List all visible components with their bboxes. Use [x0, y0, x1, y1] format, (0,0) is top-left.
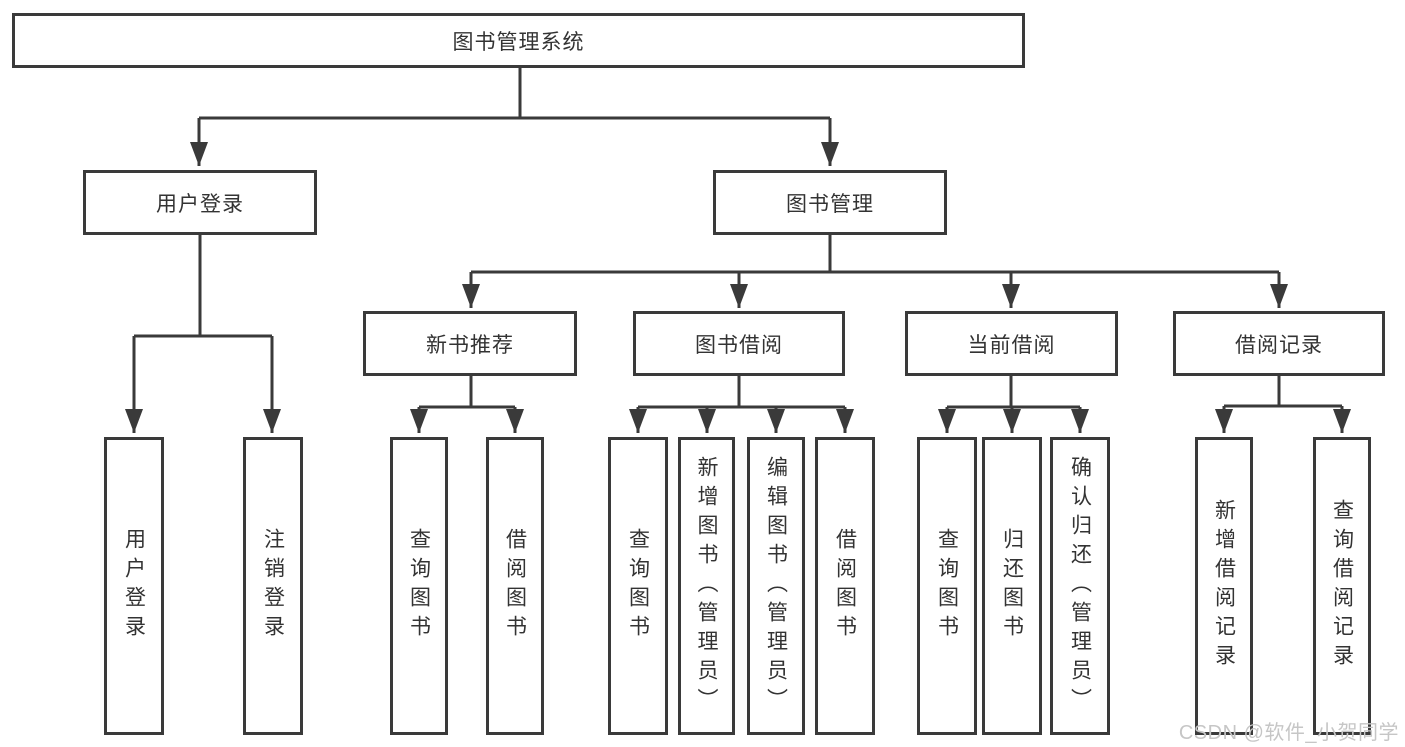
leaf-recommend-query-books: 查询图书 — [390, 437, 448, 735]
leaf-recommend-query-books-label: 查询图书 — [407, 528, 431, 644]
node-book-borrow-label: 图书借阅 — [695, 333, 783, 357]
node-book-management: 图书管理 — [713, 170, 947, 235]
leaf-current-query-books-label: 查询图书 — [935, 528, 959, 644]
leaf-user-login: 用户登录 — [104, 437, 164, 735]
leaf-current-query-books: 查询图书 — [917, 437, 977, 735]
leaf-user-login-label: 用户登录 — [122, 528, 146, 644]
node-current-borrow: 当前借阅 — [905, 311, 1118, 376]
leaf-borrow-query-books-label: 查询图书 — [626, 528, 650, 644]
leaf-borrow-borrow-books: 借阅图书 — [815, 437, 875, 735]
leaf-recommend-borrow-books-label: 借阅图书 — [503, 528, 527, 644]
leaf-return-book: 归还图书 — [982, 437, 1042, 735]
leaf-add-borrow-record-label: 新增借阅记录 — [1212, 499, 1236, 673]
node-borrow-records: 借阅记录 — [1173, 311, 1385, 376]
node-new-book-recommend: 新书推荐 — [363, 311, 577, 376]
leaf-logout-label: 注销登录 — [261, 528, 285, 644]
node-new-book-recommend-label: 新书推荐 — [426, 333, 514, 357]
leaf-edit-book-admin-label: 编辑图书（管理员） — [764, 455, 788, 717]
leaf-borrow-borrow-books-label: 借阅图书 — [833, 528, 857, 644]
leaf-add-book-admin-label: 新增图书（管理员） — [695, 455, 718, 717]
leaf-confirm-return-admin: 确认归还（管理员） — [1050, 437, 1110, 735]
node-book-management-label: 图书管理 — [786, 192, 874, 216]
node-book-borrow: 图书借阅 — [633, 311, 845, 376]
node-root-label: 图书管理系统 — [452, 30, 585, 54]
leaf-confirm-return-admin-label: 确认归还（管理员） — [1068, 455, 1092, 717]
leaf-logout: 注销登录 — [243, 437, 303, 735]
leaf-query-borrow-record: 查询借阅记录 — [1313, 437, 1371, 735]
leaf-add-borrow-record: 新增借阅记录 — [1195, 437, 1253, 735]
leaf-recommend-borrow-books: 借阅图书 — [486, 437, 544, 735]
node-current-borrow-label: 当前借阅 — [967, 333, 1056, 357]
node-user-login-label: 用户登录 — [156, 192, 244, 216]
leaf-borrow-query-books: 查询图书 — [608, 437, 668, 735]
leaf-add-book-admin: 新增图书（管理员） — [678, 437, 735, 735]
leaf-query-borrow-record-label: 查询借阅记录 — [1330, 499, 1354, 673]
node-user-login: 用户登录 — [83, 170, 317, 235]
node-root: 图书管理系统 — [12, 13, 1025, 68]
leaf-edit-book-admin: 编辑图书（管理员） — [747, 437, 805, 735]
leaf-return-book-label: 归还图书 — [1000, 528, 1024, 644]
node-borrow-records-label: 借阅记录 — [1235, 333, 1323, 357]
